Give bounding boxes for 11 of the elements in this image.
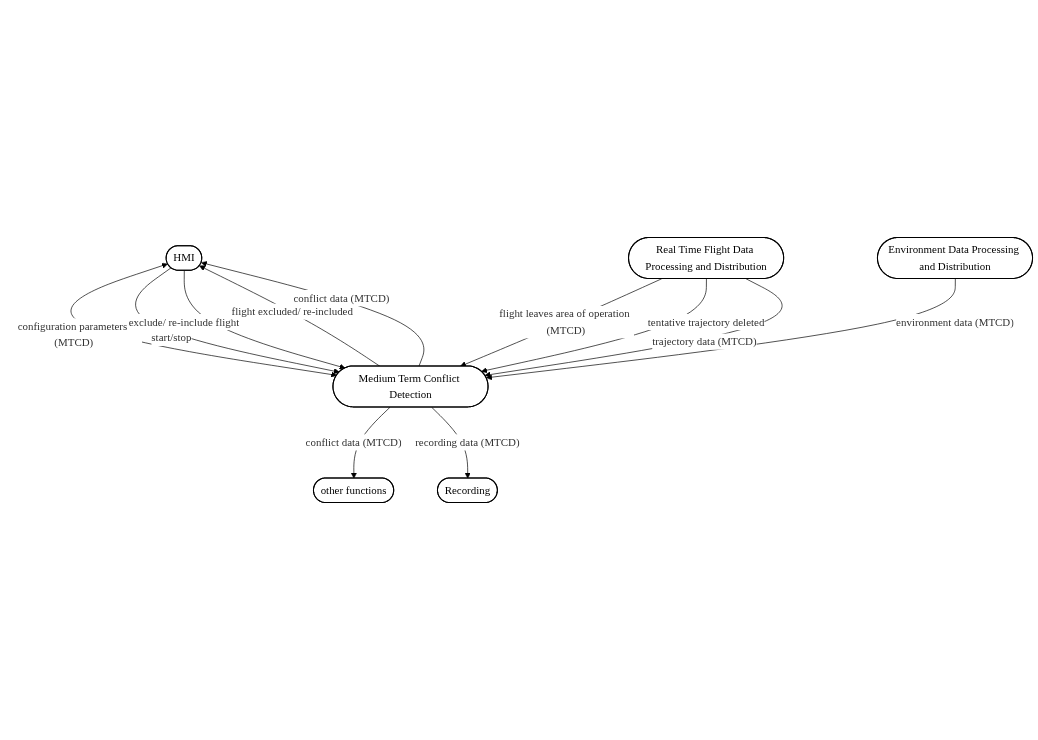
edge-label: conflict data (MTCD)	[293, 292, 390, 304]
edge-label: flight excluded/ re-included	[231, 305, 353, 318]
edge-label: configuration parameters (MTCD)	[17, 320, 128, 349]
edge-label: conflict data (MTCD)	[305, 436, 402, 448]
edge-label: recording data (MTCD)	[415, 436, 520, 448]
edge-label: flight leaves area of operation (MTCD)	[499, 307, 630, 336]
edge-label: environment data (MTCD)	[896, 316, 1014, 328]
edge-label: start/stop	[151, 331, 192, 344]
edge-label: trajectory data (MTCD)	[652, 335, 757, 348]
edge-label: exclude/ re-include flight	[128, 316, 240, 328]
edge-label: tentative trajectory deleted	[647, 316, 765, 328]
